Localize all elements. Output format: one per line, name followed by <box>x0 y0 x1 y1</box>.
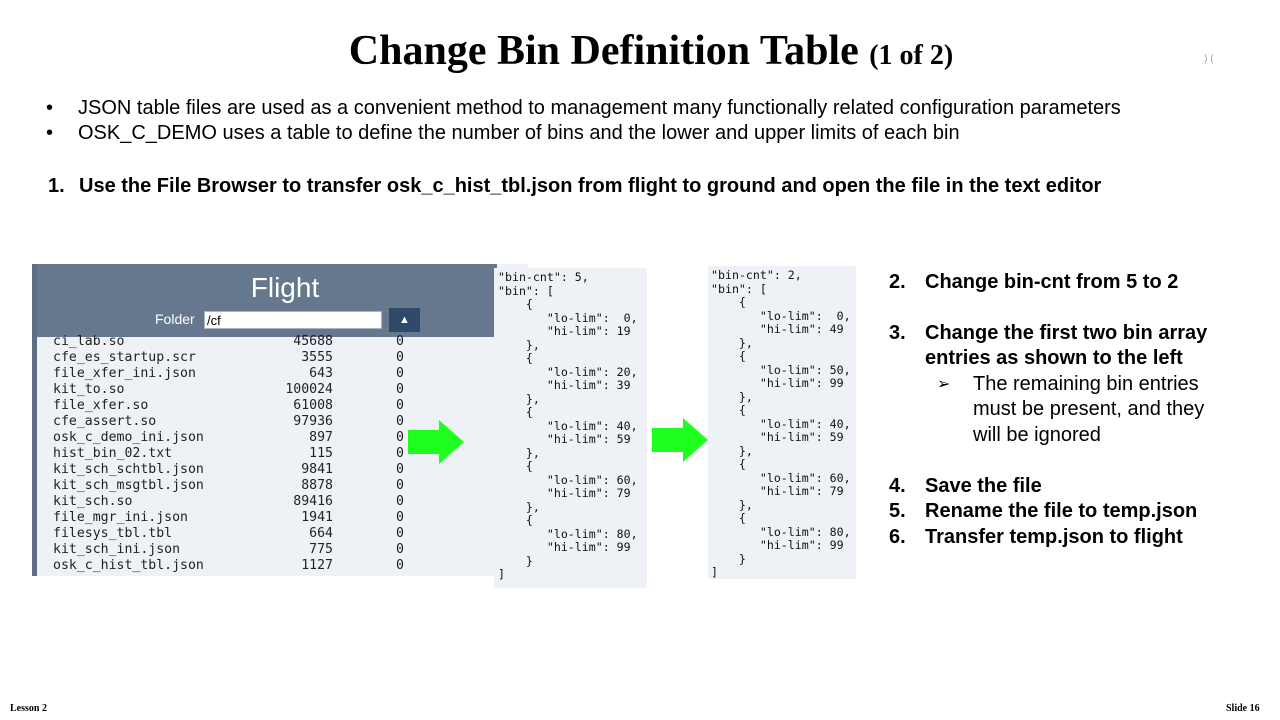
file-name: osk_c_hist_tbl.json <box>53 558 204 573</box>
file-col3: 0 <box>396 366 404 381</box>
file-row[interactable]: file_xfer.so 61008 0 <box>53 398 513 414</box>
file-size: 9841 <box>301 462 333 477</box>
file-col3: 0 <box>396 398 404 413</box>
file-col3: 0 <box>396 430 404 445</box>
file-col3: 0 <box>396 478 404 493</box>
file-name: kit_to.so <box>53 382 125 397</box>
footer-slide-number: Slide 16 <box>1226 703 1260 714</box>
file-row[interactable]: kit_to.so 100024 0 <box>53 382 513 398</box>
file-size: 897 <box>309 430 333 445</box>
arrow-bullet-icon: ➢ <box>937 375 951 393</box>
file-row[interactable]: hist_bin_02.txt 115 0 <box>53 446 513 462</box>
file-size: 89416 <box>293 494 333 509</box>
file-row[interactable]: file_mgr_ini.json 1941 0 <box>53 510 513 526</box>
file-col3: 0 <box>396 510 404 525</box>
file-col3: 0 <box>396 558 404 573</box>
file-row[interactable]: kit_sch.so 89416 0 <box>53 494 513 510</box>
file-size: 97936 <box>293 414 333 429</box>
step-6: 6.Transfer temp.json to flight <box>889 525 1183 548</box>
file-row[interactable]: kit_sch_msgtbl.json 8878 0 <box>53 478 513 494</box>
file-row[interactable]: cfe_assert.so 97936 0 <box>53 414 513 430</box>
file-row[interactable]: kit_sch_schtbl.json 9841 0 <box>53 462 513 478</box>
step-3: 3.Change the first two bin array entries… <box>889 321 1208 370</box>
file-row[interactable]: kit_sch_ini.json 775 0 <box>53 542 513 558</box>
file-col3: 0 <box>396 382 404 397</box>
file-row[interactable]: osk_c_hist_tbl.json 1127 0 <box>53 558 513 574</box>
file-name: file_xfer.so <box>53 398 149 413</box>
right-arrow-icon <box>652 418 710 462</box>
file-name: filesys_tbl.tbl <box>53 526 173 541</box>
panel-title: Flight <box>250 272 320 303</box>
resize-icon: ⟩⟨ <box>1204 54 1216 65</box>
json-after-code: "bin-cnt": 2, "bin": [ { "lo-lim": 0, "h… <box>708 266 856 579</box>
file-name: kit_sch_schtbl.json <box>53 462 204 477</box>
bullet-text: OSK_C_DEMO uses a table to define the nu… <box>78 122 960 144</box>
file-size: 643 <box>309 366 333 381</box>
file-row[interactable]: ci_lab.so 45688 0 <box>53 334 513 350</box>
file-row[interactable]: filesys_tbl.tbl 664 0 <box>53 526 513 542</box>
step-number: 1. <box>48 175 65 197</box>
file-size: 1127 <box>301 558 333 573</box>
file-size: 3555 <box>301 350 333 365</box>
bullet-item: • OSK_C_DEMO uses a table to define the n… <box>46 121 1121 146</box>
bullet-item: • JSON table files are used as a convenie… <box>46 96 1121 121</box>
file-name: ci_lab.so <box>53 334 125 349</box>
folder-label: Folder <box>155 311 195 327</box>
file-col3: 0 <box>396 494 404 509</box>
file-row[interactable]: osk_c_demo_ini.json 897 0 <box>53 430 513 446</box>
file-col3: 0 <box>396 414 404 429</box>
file-size: 45688 <box>293 334 333 349</box>
file-name: file_xfer_ini.json <box>53 366 196 381</box>
title-sub: (1 of 2) <box>869 40 954 71</box>
file-col3: 0 <box>396 462 404 477</box>
step-2: 2.Change bin-cnt from 5 to 2 <box>889 271 1179 293</box>
step-text: Use the File Browser to transfer osk_c_h… <box>79 175 1102 197</box>
file-size: 100024 <box>285 382 333 397</box>
file-name: kit_sch_ini.json <box>53 542 181 557</box>
file-col3: 0 <box>396 542 404 557</box>
file-col3: 0 <box>396 334 404 349</box>
file-col3: 0 <box>396 350 404 365</box>
file-name: osk_c_demo_ini.json <box>53 430 204 445</box>
file-size: 664 <box>309 526 333 541</box>
bullet-text: JSON table files are used as a convenien… <box>78 97 1121 119</box>
slide-title: Change Bin Definition Table (1 of 2) <box>0 26 1280 81</box>
step-3-note: ➢The remaining bin entries must be prese… <box>937 372 1229 449</box>
bullet-dot: • <box>46 122 54 144</box>
up-arrow-icon: ▲ <box>399 314 410 326</box>
parent-folder-button[interactable]: ▲ <box>389 308 420 332</box>
file-name: cfe_es_startup.scr <box>53 350 196 365</box>
file-name: kit_sch.so <box>53 494 133 509</box>
file-name: cfe_assert.so <box>53 414 157 429</box>
step-5: 5.Rename the file to temp.json <box>889 500 1198 523</box>
file-size: 1941 <box>301 510 333 525</box>
file-col3: 0 <box>396 446 404 461</box>
file-size: 8878 <box>301 478 333 493</box>
file-size: 115 <box>309 446 333 461</box>
json-before-code: "bin-cnt": 5, "bin": [ { "lo-lim": 0, "h… <box>494 268 647 588</box>
file-name: kit_sch_msgtbl.json <box>53 478 204 493</box>
folder-input[interactable]: /cf <box>204 311 382 329</box>
step-4: 4.Save the file <box>889 474 1042 497</box>
bullet-dot: • <box>46 97 54 119</box>
step-1: 1. Use the File Browser to transfer osk_c… <box>48 173 1101 199</box>
instruction-steps: 2.Change bin-cnt from 5 to 2 3.Change th… <box>889 270 1229 550</box>
right-arrow-icon <box>408 420 466 464</box>
file-size: 61008 <box>293 398 333 413</box>
bullet-list: • JSON table files are used as a convenie… <box>46 96 1121 146</box>
file-row[interactable]: file_xfer_ini.json 643 0 <box>53 366 513 382</box>
file-name: file_mgr_ini.json <box>53 510 188 525</box>
file-name: hist_bin_02.txt <box>53 446 173 461</box>
file-col3: 0 <box>396 526 404 541</box>
title-main: Change Bin Definition Table <box>348 28 870 74</box>
footer-lesson: Lesson 2 <box>10 703 47 714</box>
file-row[interactable]: cfe_es_startup.scr 3555 0 <box>53 350 513 366</box>
file-size: 775 <box>309 542 333 557</box>
